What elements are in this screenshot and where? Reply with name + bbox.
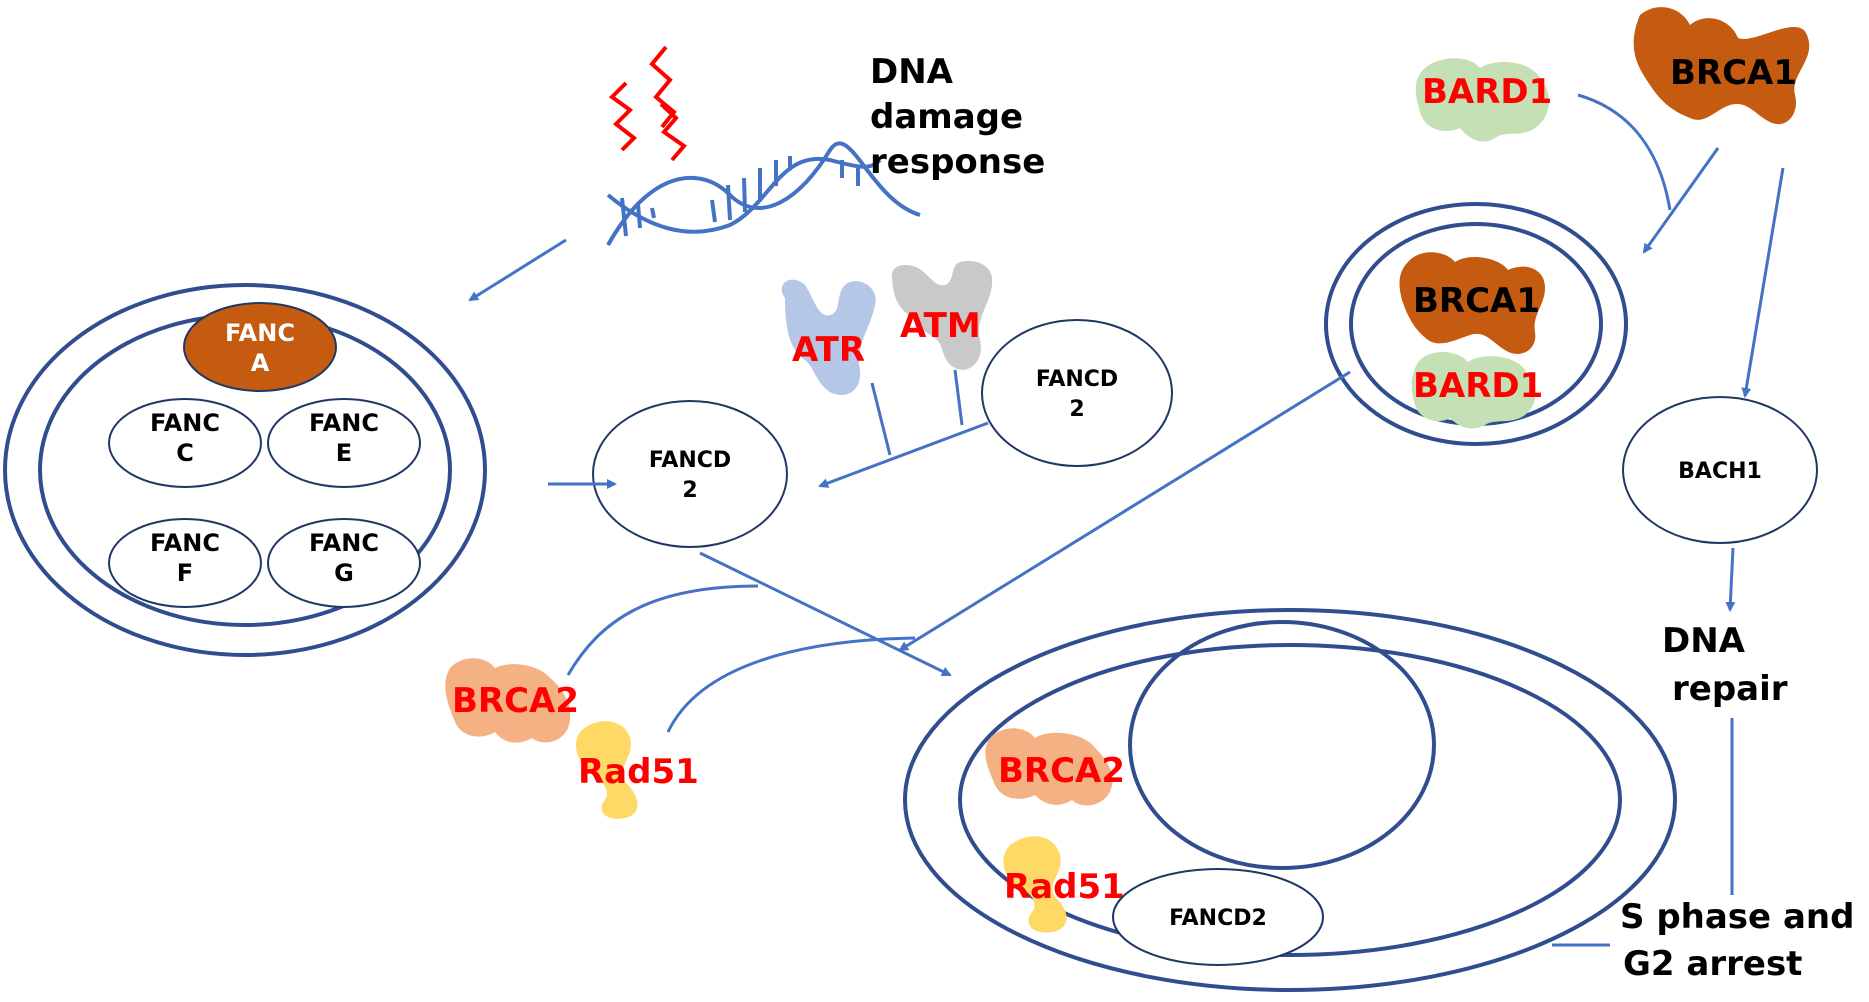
fancd2-kinase-line2: 2: [1069, 397, 1084, 422]
fancd2-main-line1: FANCD: [649, 448, 731, 473]
fancc-label-line1: FANC: [150, 409, 220, 437]
fancg-node: [267, 518, 421, 608]
fance-label-line2: E: [336, 439, 352, 467]
bard1-complex-protein-icon: [1411, 351, 1536, 429]
rad51-complex-protein-icon: [1003, 836, 1067, 933]
fancd2-complex-label: FANCD2: [1169, 906, 1267, 931]
dna-repair-line2: repair: [1672, 669, 1788, 709]
repair-complex: [903, 608, 1677, 992]
kinase-connector: [870, 369, 964, 456]
rad51-left-protein-icon: [575, 721, 638, 819]
brca2-left-label: BRCA2: [452, 681, 579, 721]
bard1-complex-label: BARD1: [1413, 366, 1543, 406]
dna-damage-line3: response: [870, 142, 1045, 182]
dna-damage-line1: DNA: [870, 52, 954, 92]
fancd2-main-node: [592, 400, 788, 548]
fancf-label-line1: FANC: [150, 529, 220, 557]
dna-damage-line2: damage: [870, 97, 1023, 137]
pathway-arrows: [468, 93, 1785, 947]
bard1-free-label: BARD1: [1422, 72, 1552, 112]
fanca-label-line2: A: [251, 349, 270, 377]
rad51-left-label: Rad51: [578, 752, 699, 792]
fanca-label-line1: FANC: [225, 319, 295, 347]
fancd2-kinase-node: [981, 319, 1173, 467]
fancf-label-line2: F: [177, 559, 193, 587]
brca2-left-protein-icon: [445, 658, 571, 743]
bach1-node: [1622, 396, 1818, 544]
bard1-free-protein-icon: [1415, 58, 1550, 142]
fancf-node: [108, 518, 262, 608]
atm-protein-icon: [891, 260, 993, 370]
fanca-node: [183, 302, 337, 392]
atr-protein-icon: [781, 279, 876, 396]
arrest-line1: S phase and: [1620, 897, 1854, 937]
brca2-complex-protein-icon: [985, 728, 1113, 806]
brca1-complex-label: BRCA1: [1413, 281, 1540, 321]
atr-label: ATR: [792, 330, 865, 370]
fancg-label-line1: FANC: [309, 529, 379, 557]
fancg-label-line2: G: [334, 559, 354, 587]
fancc-label-line2: C: [176, 439, 194, 467]
arrest-line2: G2 arrest: [1623, 944, 1802, 984]
fance-label-line1: FANC: [309, 409, 379, 437]
rad51-complex-label: Rad51: [1004, 867, 1125, 907]
dna-repair-line1: DNA: [1662, 621, 1746, 661]
bach1-label: BACH1: [1678, 459, 1762, 484]
brca1-complex-protein-icon: [1399, 252, 1545, 354]
fancd2-main-line2: 2: [682, 478, 697, 503]
fancd2-complex-node: [1112, 868, 1324, 966]
fance-node: [267, 398, 421, 488]
brca1-free-protein-icon: [1633, 7, 1810, 125]
atm-label: ATM: [900, 306, 981, 346]
fancd2-kinase-line1: FANCD: [1036, 367, 1118, 392]
brca2-complex-label: BRCA2: [998, 751, 1125, 791]
dna-damage-icon: [606, 45, 921, 246]
fancc-node: [108, 398, 262, 488]
brca1-free-label: BRCA1: [1670, 53, 1797, 93]
